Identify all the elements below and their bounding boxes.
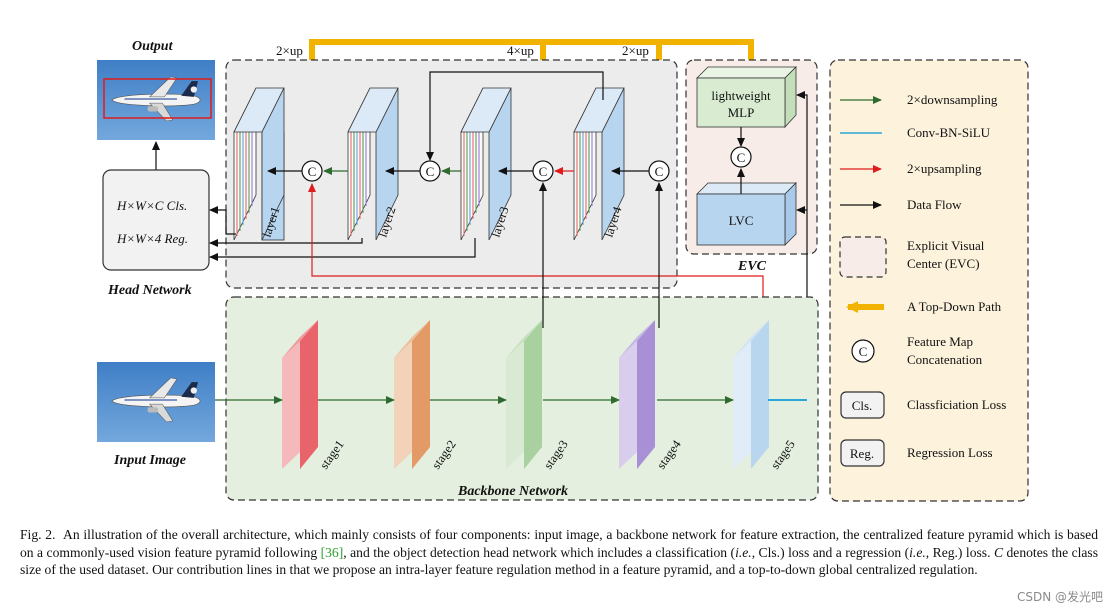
figure-caption: Fig. 2. An illustration of the overall a… bbox=[20, 526, 1098, 579]
caption-c-variable: C bbox=[993, 544, 1004, 560]
upsample-label-2: 4×up bbox=[507, 43, 534, 58]
svg-text:Feature Map: Feature Map bbox=[907, 334, 973, 349]
lvc-block: LVC bbox=[696, 182, 797, 246]
caption-text-b: , and the object detection head network … bbox=[343, 544, 736, 560]
upsample-label-3: 2×up bbox=[622, 43, 649, 58]
caption-fig-number: Fig. 2. bbox=[20, 527, 56, 542]
input-image-label: Input Image bbox=[113, 453, 186, 468]
layer-block-4: layer4 bbox=[573, 87, 625, 241]
caption-text-d: , Reg.) loss. bbox=[925, 544, 994, 560]
svg-text:2×upsampling: 2×upsampling bbox=[907, 161, 982, 176]
legend-item-conv-bn-silu: Conv-BN-SiLU bbox=[840, 125, 991, 140]
concat-node-3: C bbox=[532, 160, 554, 182]
caption-text-c: , Cls.) loss and a regression ( bbox=[751, 544, 910, 560]
head-network-box bbox=[102, 169, 210, 271]
svg-text:Data Flow: Data Flow bbox=[907, 197, 962, 212]
legend-item-concatenation: C Feature Map Concatenation bbox=[851, 334, 983, 367]
concat-node-4: C bbox=[648, 160, 670, 182]
layer-block-3: layer3 bbox=[460, 87, 512, 241]
legend-item-data-flow: Data Flow bbox=[840, 197, 962, 212]
svg-text:C: C bbox=[308, 164, 317, 179]
svg-text:2×downsampling: 2×downsampling bbox=[907, 92, 998, 107]
legend-item-upsampling: 2×upsampling bbox=[840, 161, 982, 176]
caption-text-a: An illustration of the overall architect… bbox=[20, 527, 1099, 560]
concat-node-2: C bbox=[419, 160, 441, 182]
svg-text:C: C bbox=[655, 164, 664, 179]
legend-item-downsampling: 2×downsampling bbox=[840, 92, 998, 107]
caption-reference-link[interactable]: [36] bbox=[320, 544, 344, 560]
svg-text:Cls.: Cls. bbox=[852, 398, 873, 413]
legend-item-evc: Explicit Visual Center (EVC) bbox=[839, 236, 985, 278]
svg-text:Center (EVC): Center (EVC) bbox=[907, 256, 980, 271]
svg-text:A Top-Down Path: A Top-Down Path bbox=[907, 299, 1002, 314]
svg-text:Reg.: Reg. bbox=[850, 446, 874, 461]
svg-text:Conv-BN-SiLU: Conv-BN-SiLU bbox=[907, 125, 991, 140]
feature-pyramid-region bbox=[225, 59, 678, 289]
svg-text:C: C bbox=[539, 164, 548, 179]
head-network-label: Head Network bbox=[107, 283, 192, 298]
output-image bbox=[97, 60, 215, 140]
evc-concat-node: C bbox=[730, 146, 752, 168]
svg-text:Regression Loss: Regression Loss bbox=[907, 445, 993, 460]
concat-node-1: C bbox=[301, 160, 323, 182]
layer-block-1: layer1 bbox=[233, 87, 285, 241]
head-reg-text: H×W×4 Reg. bbox=[116, 231, 188, 246]
caption-ie-2: i.e. bbox=[909, 544, 926, 560]
legend-item-top-down-path: A Top-Down Path bbox=[846, 299, 1002, 314]
caption-ie-1: i.e. bbox=[735, 544, 752, 560]
watermark: CSDN @发光吧 bbox=[1016, 590, 1103, 604]
output-label: Output bbox=[132, 39, 174, 54]
mlp-label-2: MLP bbox=[728, 105, 755, 120]
head-cls-text: H×W×C Cls. bbox=[116, 198, 187, 213]
svg-text:C: C bbox=[426, 164, 435, 179]
lvc-label: LVC bbox=[729, 213, 754, 228]
mlp-label-1: lightweight bbox=[711, 88, 771, 103]
evc-label: EVC bbox=[737, 259, 767, 274]
mlp-block: lightweight MLP bbox=[696, 66, 797, 129]
svg-text:Explicit Visual: Explicit Visual bbox=[907, 238, 985, 253]
caption-text-e: denotes the class size of the used datas… bbox=[20, 544, 1098, 578]
input-image bbox=[97, 362, 215, 442]
svg-text:C: C bbox=[859, 344, 868, 359]
svg-text:Concatenation: Concatenation bbox=[907, 352, 983, 367]
upsample-label-1: 2×up bbox=[276, 43, 303, 58]
backbone-label: Backbone Network bbox=[457, 484, 568, 499]
svg-text:Classficiation Loss: Classficiation Loss bbox=[907, 397, 1006, 412]
legend-item-classification-loss: Cls. Classficiation Loss bbox=[840, 391, 1006, 419]
svg-text:C: C bbox=[737, 150, 746, 165]
backbone-arrows bbox=[215, 182, 807, 404]
legend-item-regression-loss: Reg. Regression Loss bbox=[840, 439, 993, 467]
